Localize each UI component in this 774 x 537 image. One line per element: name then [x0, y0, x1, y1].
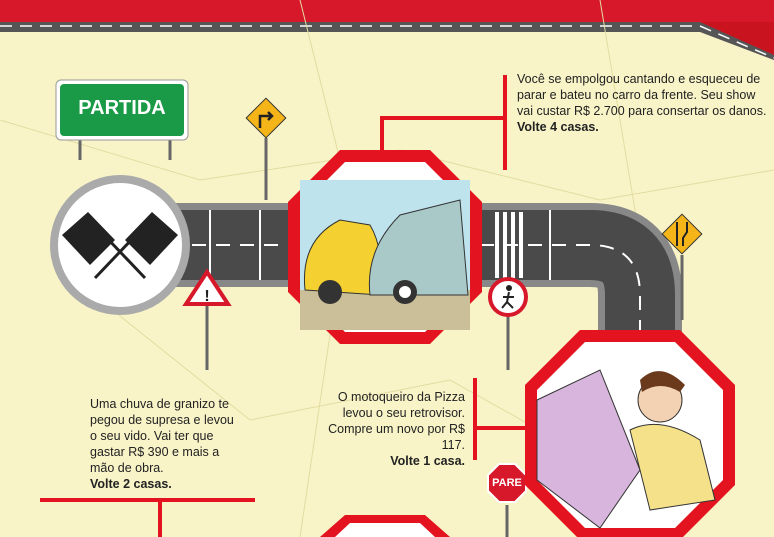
event-description: Você se empolgou cantando e esqueceu de … [517, 72, 767, 118]
event-crash-text: Você se empolgou cantando e esqueceu de … [517, 71, 767, 135]
road-narrows-sign-icon [661, 213, 703, 255]
stop-sign-label: PARE [492, 477, 522, 489]
crosswalk [495, 212, 523, 278]
stop-sign [487, 463, 527, 503]
event-penalty: Volte 4 casas. [517, 120, 599, 134]
event-mirror-text: O motoqueiro da Pizza levou o seu retrov… [305, 389, 465, 469]
start-sign-label: PARTIDA [78, 97, 166, 119]
banner-road-stripe [0, 22, 774, 60]
event-crash-illustration [288, 150, 482, 344]
event-description: O motoqueiro da Pizza levou o seu retrov… [328, 390, 465, 452]
event-mirror-illustration [525, 330, 735, 537]
checkered-flags-icon [50, 175, 190, 315]
event-penalty: Volte 1 casa. [390, 454, 465, 468]
event-penalty: Volte 2 casas. [90, 477, 172, 491]
event-description: Uma chuva de granizo te pegou de supresa… [90, 397, 234, 475]
warning-sign-icon [182, 268, 232, 306]
turn-right-sign-icon [245, 97, 287, 139]
event-hail-text: Uma chuva de granizo te pegou de supresa… [90, 396, 240, 492]
svg-text:!: ! [204, 288, 209, 305]
